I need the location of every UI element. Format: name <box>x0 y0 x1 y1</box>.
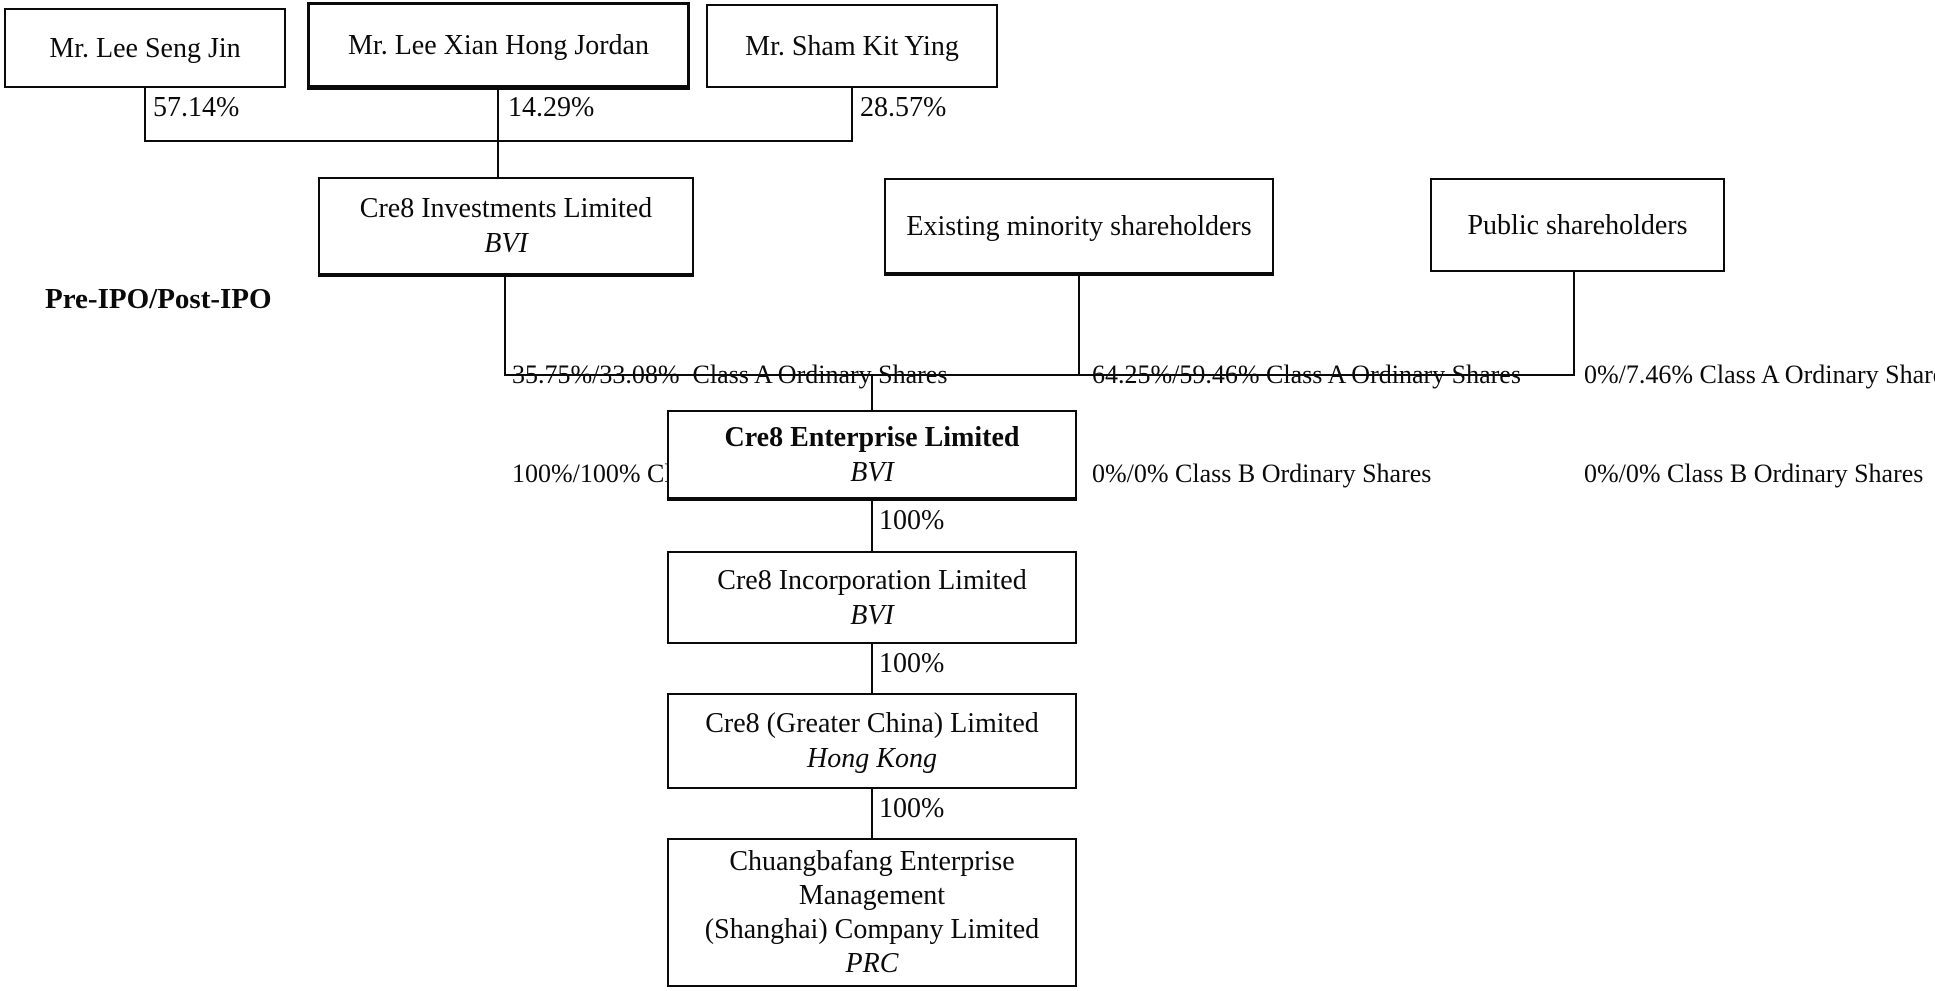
connector-to-cre8-enterprise <box>871 374 873 410</box>
connector-mid-horizontal <box>504 374 1575 376</box>
ownership-pct-greater-china: 100% <box>879 648 945 679</box>
shareholding-public: 0%/7.46% Class A Ordinary Shares 0%/0% C… <box>1584 292 1935 556</box>
entity-jurisdiction: Hong Kong <box>807 743 937 774</box>
ownership-pct-sham-kit-ying: 28.57% <box>860 92 947 123</box>
entity-jurisdiction: PRC <box>845 947 899 979</box>
company-name: Cre8 Enterprise Limited <box>724 421 1020 453</box>
ownership-pct-chuangbafang: 100% <box>879 793 945 824</box>
entity-jurisdiction: BVI <box>484 228 528 259</box>
entity-name: Cre8 (Greater China) Limited <box>705 708 1039 739</box>
entity-name-line-2: Management <box>798 879 946 911</box>
shareholder-name: Mr. Lee Xian Hong Jordan <box>348 29 649 61</box>
box-mr-lee-seng-jin: Mr. Lee Seng Jin <box>4 8 286 88</box>
box-cre8-enterprise: Cre8 Enterprise Limited BVI <box>667 410 1077 501</box>
box-existing-minority-shareholders: Existing minority shareholders <box>884 178 1274 276</box>
connector-lee-seng-jin-drop <box>144 88 146 140</box>
ownership-pct-incorporation: 100% <box>879 505 945 536</box>
connector-lee-xian-hong-jordan-drop <box>497 90 499 177</box>
ownership-pct-lee-xian-hong-jordan: 14.29% <box>508 92 595 123</box>
entity-name: Cre8 Incorporation Limited <box>717 564 1027 596</box>
connector-cre8-investments-drop <box>504 277 506 374</box>
shareholder-name: Mr. Sham Kit Ying <box>745 30 959 62</box>
box-cre8-greater-china: Cre8 (Greater China) Limited Hong Kong <box>667 693 1077 789</box>
connector-enterprise-to-incorporation <box>871 501 873 551</box>
entity-name: Existing minority shareholders <box>906 210 1252 242</box>
phase-label: Pre-IPO/Post-IPO <box>45 283 272 315</box>
entity-jurisdiction: BVI <box>850 599 894 631</box>
connector-greater-china-to-chuangbafang <box>871 789 873 838</box>
entity-name: Public shareholders <box>1467 209 1688 241</box>
entity-name-line-3: (Shanghai) Company Limited <box>704 913 1040 945</box>
class-a-shareholding: 35.75%/33.08% Class A Ordinary Shares <box>512 360 948 389</box>
shareholding-existing-minority: 64.25%/59.46% Class A Ordinary Shares 0%… <box>1092 292 1521 556</box>
class-b-shareholding: 0%/0% Class B Ordinary Shares <box>1092 459 1432 488</box>
ownership-pct-lee-seng-jin: 57.14% <box>153 92 240 123</box>
box-mr-lee-xian-hong-jordan: Mr. Lee Xian Hong Jordan <box>307 2 690 90</box>
shareholder-name: Mr. Lee Seng Jin <box>49 32 241 64</box>
class-a-shareholding: 0%/7.46% Class A Ordinary Shares <box>1584 360 1935 389</box>
box-cre8-investments: Cre8 Investments Limited BVI <box>318 177 694 277</box>
entity-name-line-1: Chuangbafang Enterprise <box>729 845 1015 877</box>
connector-sham-kit-ying-drop <box>851 88 853 140</box>
connector-existing-minority-drop <box>1078 276 1080 374</box>
connector-incorporation-to-greater-china <box>871 644 873 693</box>
connector-public-shareholders-drop <box>1573 272 1575 374</box>
entity-name: Cre8 Investments Limited <box>359 193 653 224</box>
class-b-shareholding: 0%/0% Class B Ordinary Shares <box>1584 459 1924 488</box>
box-public-shareholders: Public shareholders <box>1430 178 1725 272</box>
box-mr-sham-kit-ying: Mr. Sham Kit Ying <box>706 4 998 88</box>
box-cre8-incorporation: Cre8 Incorporation Limited BVI <box>667 551 1077 644</box>
connector-top-horizontal <box>144 140 853 142</box>
class-a-shareholding: 64.25%/59.46% Class A Ordinary Shares <box>1092 360 1521 389</box>
box-chuangbafang: Chuangbafang Enterprise Management (Shan… <box>667 838 1077 987</box>
company-jurisdiction: BVI <box>850 456 894 488</box>
